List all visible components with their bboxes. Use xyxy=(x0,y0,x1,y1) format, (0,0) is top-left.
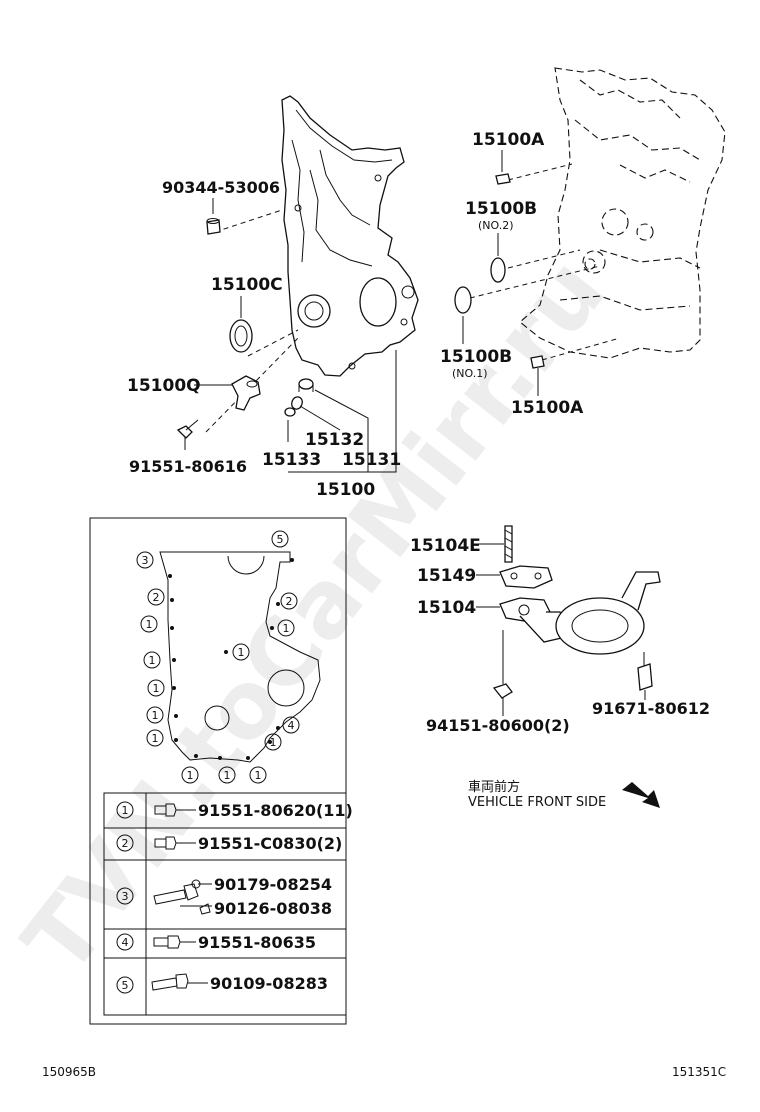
label-15100A-bottom: 15100A xyxy=(511,398,584,418)
bolt-icon xyxy=(176,419,199,439)
svg-text:1: 1 xyxy=(149,654,156,667)
assembly-line xyxy=(247,329,299,357)
svg-text:1: 1 xyxy=(238,646,245,659)
spring-15132 xyxy=(291,396,303,410)
bolt-map-numbers: 3 2 1 1 1 1 1 5 2 1 4 1 1 1 1 1 xyxy=(136,530,300,784)
label-91671-80612: 91671-80612 xyxy=(592,699,710,718)
gasket-15149 xyxy=(499,565,553,589)
bolt-map-box xyxy=(89,517,347,1025)
legend-part-3a: 90179-08254 xyxy=(214,875,332,894)
stud-15104E xyxy=(504,525,513,563)
valve-15133 xyxy=(284,407,296,417)
bolt-icon xyxy=(154,836,177,850)
legend-part-2: 91551-C0830(2) xyxy=(198,834,342,853)
svg-text:1: 1 xyxy=(153,682,160,695)
label-15100: 15100 xyxy=(316,480,375,500)
label-91551-80616: 91551-80616 xyxy=(129,457,247,476)
pin-15100A-bottom xyxy=(530,355,545,369)
svg-text:2: 2 xyxy=(122,837,129,850)
label-15100B-lower: 15100B xyxy=(440,347,512,367)
bolt-icon xyxy=(492,630,513,699)
svg-text:5: 5 xyxy=(277,533,284,546)
svg-text:1: 1 xyxy=(146,618,153,631)
label-90344-53006: 90344-53006 xyxy=(162,178,280,197)
label-15100B-note: (NO.2) xyxy=(478,219,514,232)
legend-part-3b: 90126-08038 xyxy=(214,899,332,918)
legend-part-1: 91551-80620(11) xyxy=(198,801,353,820)
direction-english: VEHICLE FRONT SIDE xyxy=(468,795,606,810)
label-15104E: 15104E xyxy=(410,536,481,556)
svg-text:3: 3 xyxy=(142,554,149,567)
strainer-15104 xyxy=(499,571,661,680)
label-15100Q: 15100Q xyxy=(127,376,201,396)
assembly-line xyxy=(507,163,573,181)
direction-japanese: 車両前方 xyxy=(468,779,520,795)
timing-chain-cover xyxy=(281,95,419,377)
arrow-icon xyxy=(622,782,660,808)
oring-15100B-no2 xyxy=(490,257,506,283)
plug-15131 xyxy=(298,378,314,392)
svg-text:4: 4 xyxy=(122,936,129,949)
bolt-icon xyxy=(154,803,177,817)
assembly-line xyxy=(214,209,283,233)
svg-text:1: 1 xyxy=(283,622,290,635)
label-15132: 15132 xyxy=(305,430,364,450)
footer-ref-right: 151351C xyxy=(672,1065,726,1079)
washer-icon xyxy=(206,218,221,235)
svg-text:2: 2 xyxy=(286,595,293,608)
label-15100A-top: 15100A xyxy=(472,130,545,150)
legend-part-5: 90109-08283 xyxy=(210,974,328,993)
assembly-line xyxy=(469,265,601,299)
pin-15100A-top xyxy=(495,173,511,185)
oring-15100B-no1 xyxy=(454,286,472,314)
label-15100B-lower-note: (NO.1) xyxy=(452,367,488,380)
label-15104: 15104 xyxy=(417,598,476,618)
bolt-holes xyxy=(168,558,294,760)
bolt-icon xyxy=(153,935,181,949)
engine-block xyxy=(519,67,726,359)
svg-text:2: 2 xyxy=(153,591,160,604)
label-15131: 15131 xyxy=(342,450,401,470)
label-15100B: 15100B xyxy=(465,199,537,219)
svg-text:1: 1 xyxy=(224,769,231,782)
bolt-icon xyxy=(151,973,189,991)
label-15100C: 15100C xyxy=(211,275,283,295)
label-94151-80600: 94151-80600(2) xyxy=(426,716,570,735)
svg-text:3: 3 xyxy=(122,890,129,903)
svg-text:1: 1 xyxy=(187,769,194,782)
footer-ref-left: 150965B xyxy=(42,1065,96,1079)
svg-text:1: 1 xyxy=(270,736,277,749)
label-15149: 15149 xyxy=(417,566,476,586)
assembly-line xyxy=(541,337,621,361)
bolt-icon xyxy=(153,883,199,905)
svg-text:5: 5 xyxy=(122,979,129,992)
svg-text:1: 1 xyxy=(122,804,129,817)
svg-text:1: 1 xyxy=(152,709,159,722)
svg-text:1: 1 xyxy=(152,732,159,745)
sensor-15100Q xyxy=(231,375,261,411)
oil-seal-15100C xyxy=(229,319,253,353)
bolt-icon xyxy=(637,663,653,691)
legend-part-4: 91551-80635 xyxy=(198,933,316,952)
svg-text:4: 4 xyxy=(288,719,295,732)
svg-text:1: 1 xyxy=(255,769,262,782)
label-15133: 15133 xyxy=(262,450,321,470)
legend-table: 1 2 3 4 5 915 xyxy=(103,792,353,1016)
assembly-line xyxy=(507,249,581,269)
